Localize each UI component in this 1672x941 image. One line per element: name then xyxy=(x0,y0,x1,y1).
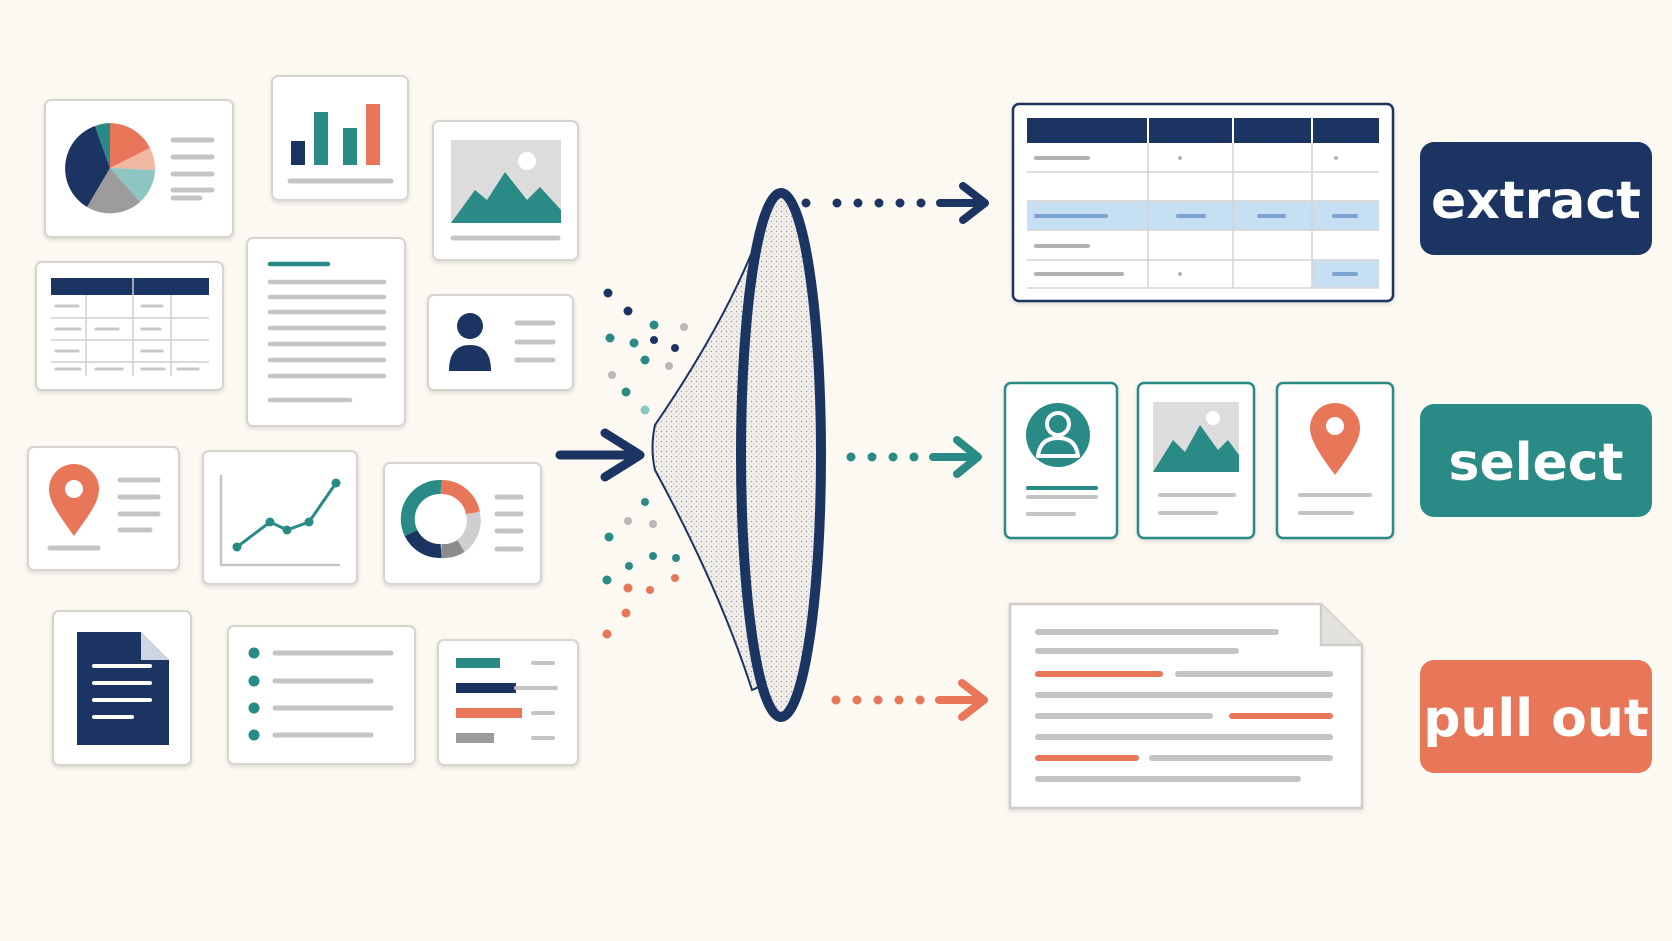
map-pin-icon xyxy=(47,464,101,551)
bar-chart-icon xyxy=(287,104,394,184)
selected-image-card xyxy=(1136,381,1256,540)
extract-label: extract xyxy=(1420,142,1652,255)
select-label: select xyxy=(1420,404,1652,517)
selected-profile-card xyxy=(1003,381,1119,540)
text-document-card xyxy=(246,237,406,427)
selected-location-card xyxy=(1275,381,1395,540)
bullet-list-icon xyxy=(248,647,394,741)
location-lines xyxy=(117,477,161,533)
file-icon xyxy=(77,632,169,745)
document-lines-icon xyxy=(267,261,387,403)
highlighted-table xyxy=(1011,102,1395,303)
highlighted-document xyxy=(1008,602,1364,810)
data-particles xyxy=(602,288,688,639)
image-icon xyxy=(450,140,561,241)
output-arrow-extract xyxy=(801,182,989,224)
pie-chart-legend-lines xyxy=(170,137,215,201)
source-cards xyxy=(27,75,579,766)
bullet-list-card xyxy=(227,625,416,765)
pull-out-label: pull out xyxy=(1420,660,1652,773)
table-icon xyxy=(51,278,209,376)
line-chart-card xyxy=(202,450,358,585)
select-label-text: select xyxy=(1449,433,1624,493)
location-card xyxy=(27,446,180,571)
output-arrow-pull-out xyxy=(831,679,988,721)
output-arrow-select xyxy=(846,436,982,478)
line-chart-icon xyxy=(219,475,341,567)
pull-out-label-text: pull out xyxy=(1423,689,1649,749)
user-icon xyxy=(449,313,491,371)
extract-label-text: extract xyxy=(1431,171,1641,231)
pie-chart-icon xyxy=(65,123,156,214)
map-pin-icon xyxy=(1310,403,1360,475)
donut-chart-icon xyxy=(400,480,481,559)
input-arrow xyxy=(555,428,645,482)
filter-funnel-icon xyxy=(651,188,826,722)
horizontal-bars-icon xyxy=(456,658,558,743)
donut-legend-lines xyxy=(494,494,524,552)
profile-lines xyxy=(514,320,556,363)
selected-cards xyxy=(1003,381,1395,540)
